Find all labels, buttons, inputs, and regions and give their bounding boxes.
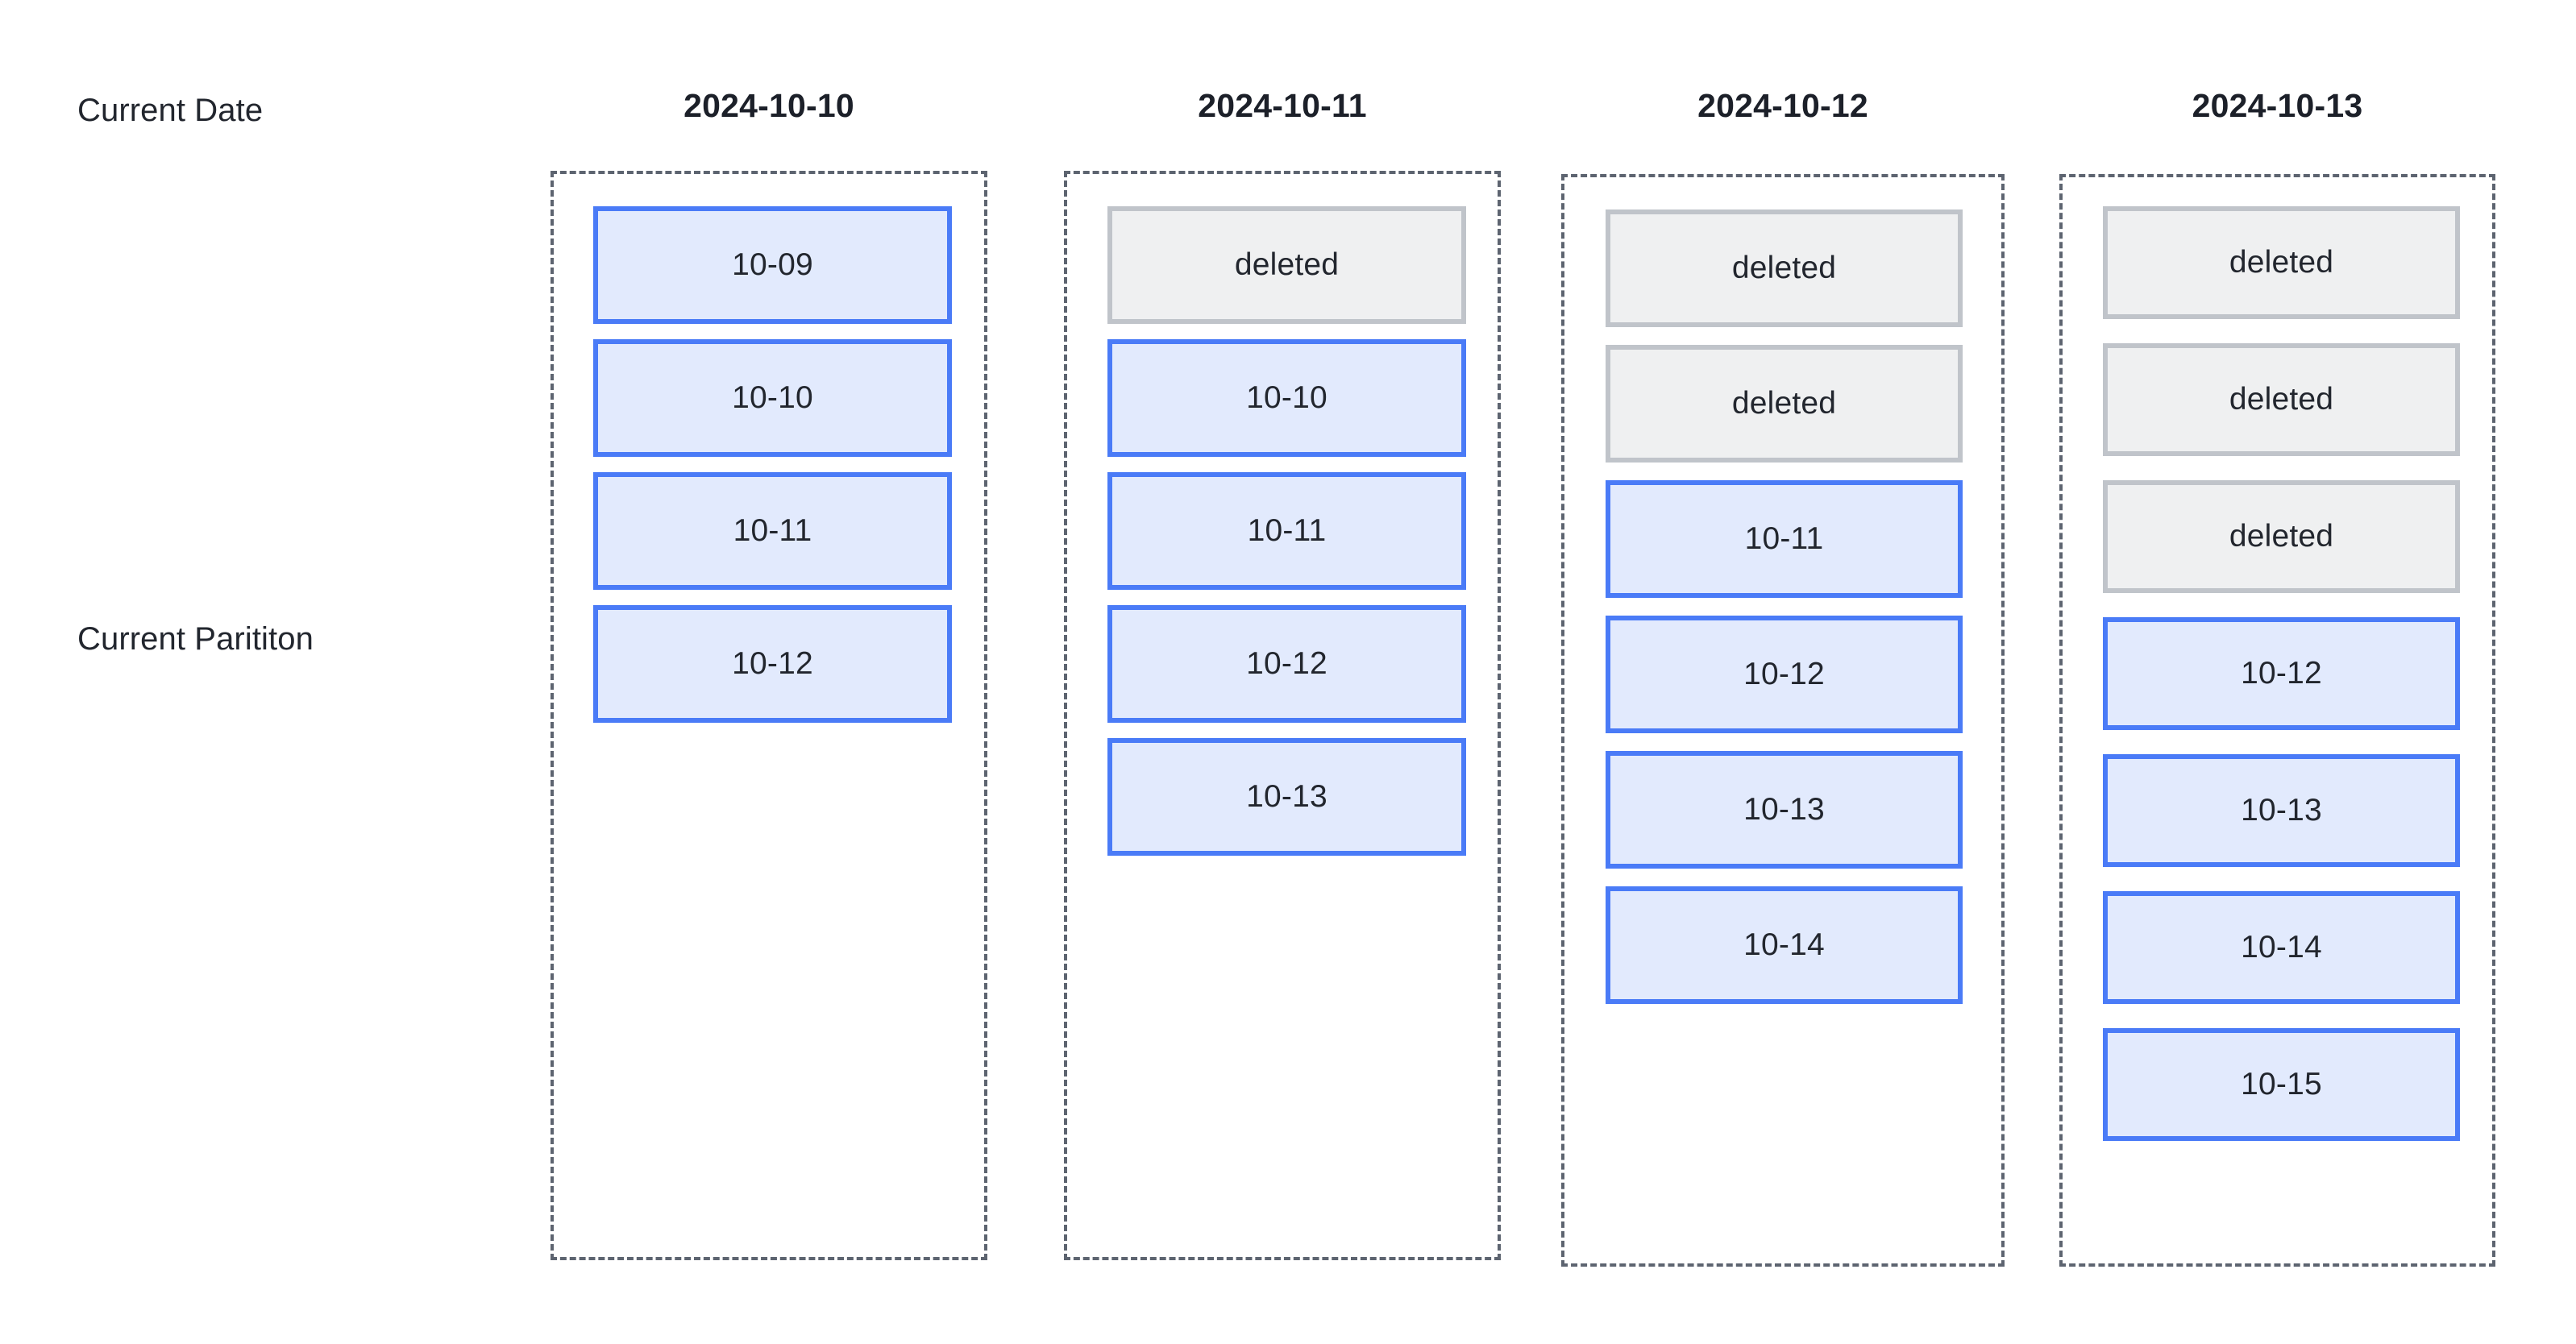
partition-box-deleted[interactable]: deleted — [1606, 209, 1963, 327]
column-header-3: 2024-10-13 — [2192, 87, 2363, 124]
partition-box-active[interactable]: 10-12 — [1606, 616, 1963, 733]
partition-box-deleted[interactable]: deleted — [2103, 206, 2460, 319]
partition-box-deleted[interactable]: deleted — [2103, 480, 2460, 593]
partition-box-active[interactable]: 10-10 — [1107, 339, 1466, 457]
current-partition-row-label: Current Parititon — [77, 621, 314, 657]
partition-box-active[interactable]: 10-15 — [2103, 1028, 2460, 1141]
partition-box-deleted[interactable]: deleted — [1107, 206, 1466, 324]
partition-box-active[interactable]: 10-13 — [1107, 738, 1466, 856]
column-header-0: 2024-10-10 — [683, 87, 854, 124]
partition-group-1: deleted 10-10 10-11 10-12 10-13 — [1064, 171, 1501, 1260]
partition-box-active[interactable]: 10-13 — [2103, 754, 2460, 867]
partition-box-active[interactable]: 10-12 — [1107, 605, 1466, 723]
partition-box-active[interactable]: 10-11 — [1107, 472, 1466, 590]
partition-box-active[interactable]: 10-10 — [593, 339, 952, 457]
partition-box-active[interactable]: 10-13 — [1606, 751, 1963, 869]
partition-box-active[interactable]: 10-14 — [1606, 886, 1963, 1004]
column-header-2: 2024-10-12 — [1697, 87, 1868, 124]
partition-group-3: deleted deleted deleted 10-12 10-13 10-14 10-1… — [2059, 174, 2495, 1267]
current-date-row-label: Current Date — [77, 93, 264, 128]
partition-box-active[interactable]: 10-11 — [593, 472, 952, 590]
column-header-1: 2024-10-11 — [1198, 87, 1367, 124]
partition-box-active[interactable]: 10-09 — [593, 206, 952, 324]
partition-box-deleted[interactable]: deleted — [2103, 343, 2460, 456]
partition-group-2: deleted deleted 10-11 10-12 10-13 10-14 — [1561, 174, 2005, 1267]
partition-box-active[interactable]: 10-14 — [2103, 891, 2460, 1004]
partition-box-active[interactable]: 10-12 — [2103, 617, 2460, 730]
partition-box-active[interactable]: 10-12 — [593, 605, 952, 723]
partition-group-0: 10-09 10-10 10-11 10-12 — [551, 171, 987, 1260]
partition-box-deleted[interactable]: deleted — [1606, 345, 1963, 463]
partition-box-active[interactable]: 10-11 — [1606, 480, 1963, 598]
